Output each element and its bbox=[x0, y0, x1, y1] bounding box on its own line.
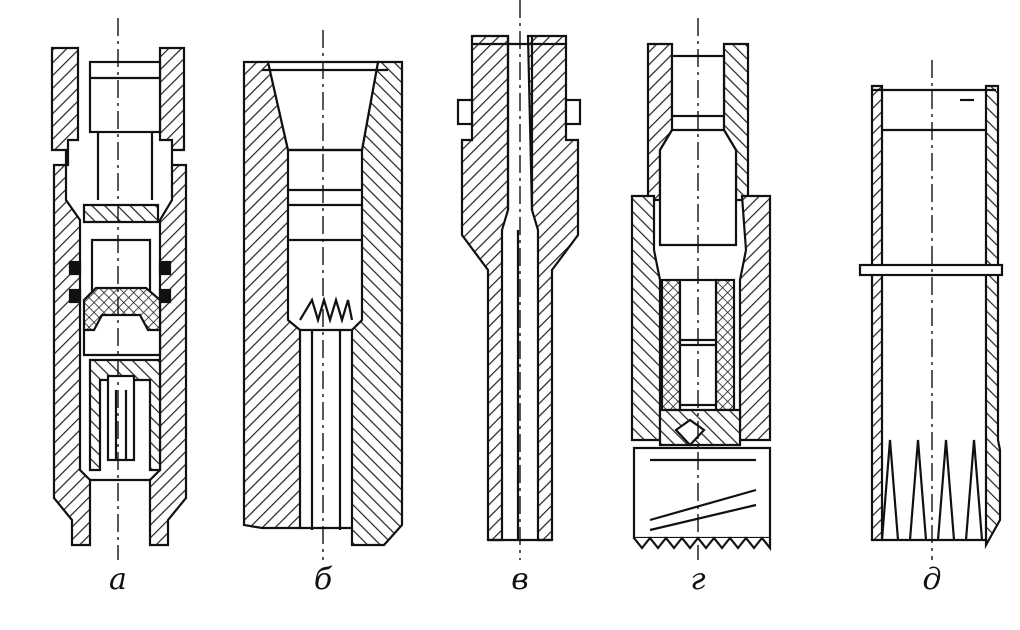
caption-a: а bbox=[109, 562, 127, 597]
tool-d-left-wall bbox=[870, 84, 884, 542]
tool-d-right-wall bbox=[984, 84, 1002, 550]
tool-a-mid-insert bbox=[82, 203, 160, 224]
tool-b-right-wall bbox=[350, 60, 404, 547]
tool-a bbox=[50, 18, 188, 560]
tool-g-crown-body bbox=[632, 446, 772, 540]
caption-g: г bbox=[690, 562, 706, 597]
tool-v bbox=[456, 0, 582, 560]
tool-a-lower-insert bbox=[88, 358, 162, 472]
tool-b bbox=[242, 30, 404, 560]
tool-g-packing-left bbox=[660, 278, 682, 412]
caption-v: в bbox=[511, 562, 529, 597]
tool-g-sleeve-right bbox=[738, 194, 772, 442]
caption-d: д bbox=[922, 562, 942, 597]
tool-a-top-chamber bbox=[88, 60, 162, 134]
tool-d bbox=[858, 60, 1004, 560]
tool-g-packing-right bbox=[714, 278, 736, 412]
tool-a-packing bbox=[82, 286, 162, 332]
tool-d-finger-slots bbox=[880, 439, 984, 541]
tool-a-inner-rod bbox=[106, 374, 136, 462]
caption-b: б bbox=[313, 562, 333, 597]
tool-g-crown-teeth bbox=[633, 536, 772, 552]
tool-d-break-band bbox=[858, 263, 1004, 277]
tool-b-inner-thread bbox=[299, 296, 354, 324]
tool-g bbox=[630, 18, 772, 560]
tool-g-sleeve-left bbox=[630, 194, 662, 442]
